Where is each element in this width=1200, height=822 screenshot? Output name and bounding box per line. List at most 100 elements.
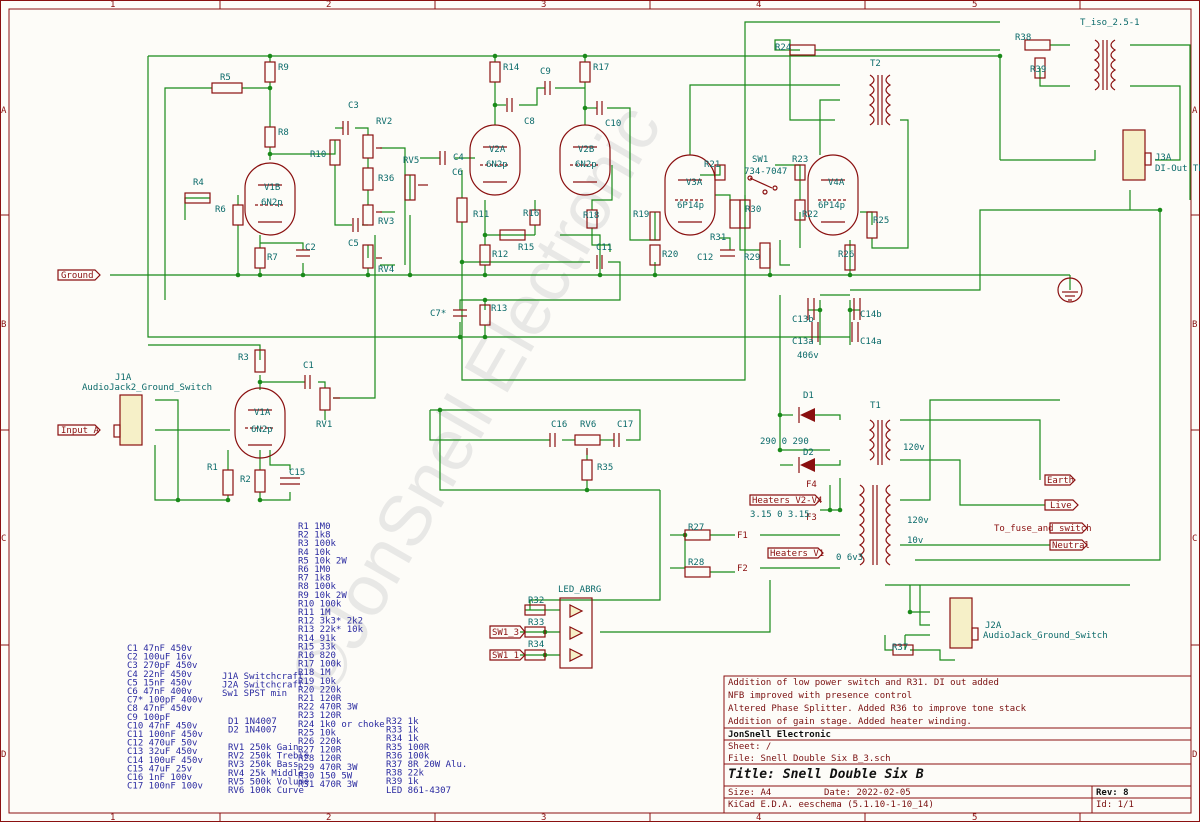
transformers [858, 39, 1117, 566]
ref-r19: R19 [633, 210, 649, 220]
v2a-type: 6N2p [486, 160, 508, 170]
parts-list-entry: J2A Switchcraft [222, 681, 303, 691]
v1b-label: V1B [264, 183, 280, 193]
ref-r27: R27 [688, 523, 704, 533]
heaters-v1-label: Heaters_V1 [770, 549, 824, 559]
v1b-type: 6N2p [261, 198, 283, 208]
f2-label: F2 [737, 564, 748, 574]
parts-list-entry: RV5 500k Volume [228, 777, 309, 787]
ref-c1: C1 [303, 361, 314, 371]
ref-r6: R6 [215, 205, 226, 215]
title-block: Addition of low power switch and R31. DI… [724, 676, 1188, 812]
t2-label: T2 [870, 59, 881, 69]
sheet-id: Id: 1/1 [1096, 800, 1134, 810]
col-label: 5 [972, 813, 977, 822]
t1-label: T1 [870, 401, 881, 411]
ref-r22: R22 [802, 210, 818, 220]
ref-r7: R7 [267, 253, 278, 263]
inner-frame [8, 8, 1192, 814]
resistor-symbols [184, 39, 1051, 661]
parts-list-entry: R15 33k [298, 642, 337, 652]
parts-list-entry: R5 10k 2W [298, 556, 347, 566]
revision-note: Addition of gain stage. Added heater win… [728, 717, 972, 727]
ref-r36: R36 [378, 174, 394, 184]
sheet-name: Sheet: / [728, 742, 772, 752]
j1a-value: AudioJack2_Ground_Switch [82, 383, 212, 393]
ref-c2: C2 [305, 243, 316, 253]
parts-list-entry: R9 10k 2W [298, 591, 347, 601]
jack-symbols [113, 129, 1152, 649]
parts-list-entry: C11 100nF 450v [127, 730, 203, 740]
volts-6v3-label: 0 6v3 [836, 553, 863, 563]
parts-list-entry: C15 47uF 25v [127, 764, 192, 774]
row-label: C [1192, 534, 1197, 544]
parts-list-entry: R30 150 5W [298, 771, 353, 781]
v3a-label: V3A [686, 178, 703, 188]
ref-r13: R13 [491, 304, 507, 314]
junctions [175, 53, 1163, 658]
parts-list-entry: R16 820 [298, 651, 336, 661]
parts-list-entry: R13 22k* 10k [298, 625, 364, 635]
parts-list-entry: R27 120R [298, 746, 342, 756]
ref-c5: C5 [348, 239, 359, 249]
f3-label: F3 [806, 513, 817, 523]
ref-r1: R1 [207, 463, 218, 473]
parts-list-entry: R24 1k0 or choke [298, 720, 385, 730]
sw1-1-label: SW1_1 [492, 651, 519, 661]
neutral-net-label: Neutral [1052, 541, 1090, 551]
f1-label: F1 [737, 531, 748, 541]
parts-list-entry: R28 120R [298, 754, 342, 764]
net-labels: Ground Input_A Earth Live To_fuse_and_sw… [61, 271, 1092, 661]
row-label: D [1192, 750, 1197, 760]
col-label: 2 [326, 813, 331, 822]
net-label-flags [57, 269, 1088, 661]
parts-list-entry: D2 1N4007 [228, 726, 277, 736]
parts-list-entry: RV4 25k Middle [228, 769, 304, 779]
ref-c16: C16 [551, 420, 567, 430]
col-label: 1 [110, 0, 115, 10]
ref-r8: R8 [278, 128, 289, 138]
ref-r20: R20 [662, 250, 678, 260]
ref-c11: C11 [596, 243, 612, 253]
col-label: 3 [541, 0, 546, 10]
parts-list-entry: C6 47nF 400v [127, 687, 192, 697]
c13b-label: C13b [792, 315, 814, 325]
ref-r5: R5 [220, 73, 231, 83]
revision-note: Addition of low power switch and R31. DI… [728, 678, 999, 688]
ref-r15: R15 [518, 243, 534, 253]
row-label: A [1, 106, 7, 116]
parts-list-entry: R17 100k [298, 660, 342, 670]
parts-list-entry: R1 1M0 [298, 522, 331, 532]
c14b-label: C14b [860, 310, 882, 320]
parts-list-entry: R35 100R [386, 743, 430, 753]
component-labels: J1A AudioJack2_Ground_Switch J2A AudioJa… [82, 18, 1200, 641]
parts-list-entry: R7 1k8 [298, 574, 331, 584]
ref-r16: R16 [523, 209, 539, 219]
col-label: 4 [756, 0, 761, 10]
parts-list-entry: R8 100k [298, 582, 337, 592]
ref-r39: R39 [1030, 65, 1046, 75]
parts-list-entry: R29 470R 3W [298, 763, 358, 773]
parts-list-entry: R3 100k [298, 539, 337, 549]
column-ruler: 1 2 3 4 5 1 2 3 4 5 [110, 0, 1081, 822]
ref-r35: R35 [597, 463, 613, 473]
c14a-label: C14a [860, 337, 882, 347]
ref-c3: C3 [348, 101, 359, 111]
parts-list-entry: C17 100nF 100v [127, 782, 203, 792]
parts-list-entry: R26 220k [298, 737, 342, 747]
ref-rv5: RV5 [403, 156, 419, 166]
ground-net-label: Ground [61, 271, 94, 281]
parts-list-entry: R22 470R 3W [298, 703, 358, 713]
sw1-3-label: SW1_3 [492, 628, 519, 638]
revision-note: NFB improved with presence control [728, 691, 913, 701]
col-label: 3 [541, 813, 546, 822]
parts-list-entry: J1A Switchcraft [222, 672, 303, 682]
parts-list-entry: C1 47nF 450v [127, 644, 192, 654]
c13a-label: C13a [792, 337, 814, 347]
ref-c17: C17 [617, 420, 633, 430]
ref-r18: R18 [583, 211, 599, 221]
parts-list-entry: RV3 250k Bass [228, 760, 298, 770]
v120a-label: 120v [903, 443, 925, 453]
row-ruler: A B C D A B C D [0, 106, 1200, 760]
ref-rv4: RV4 [378, 265, 394, 275]
